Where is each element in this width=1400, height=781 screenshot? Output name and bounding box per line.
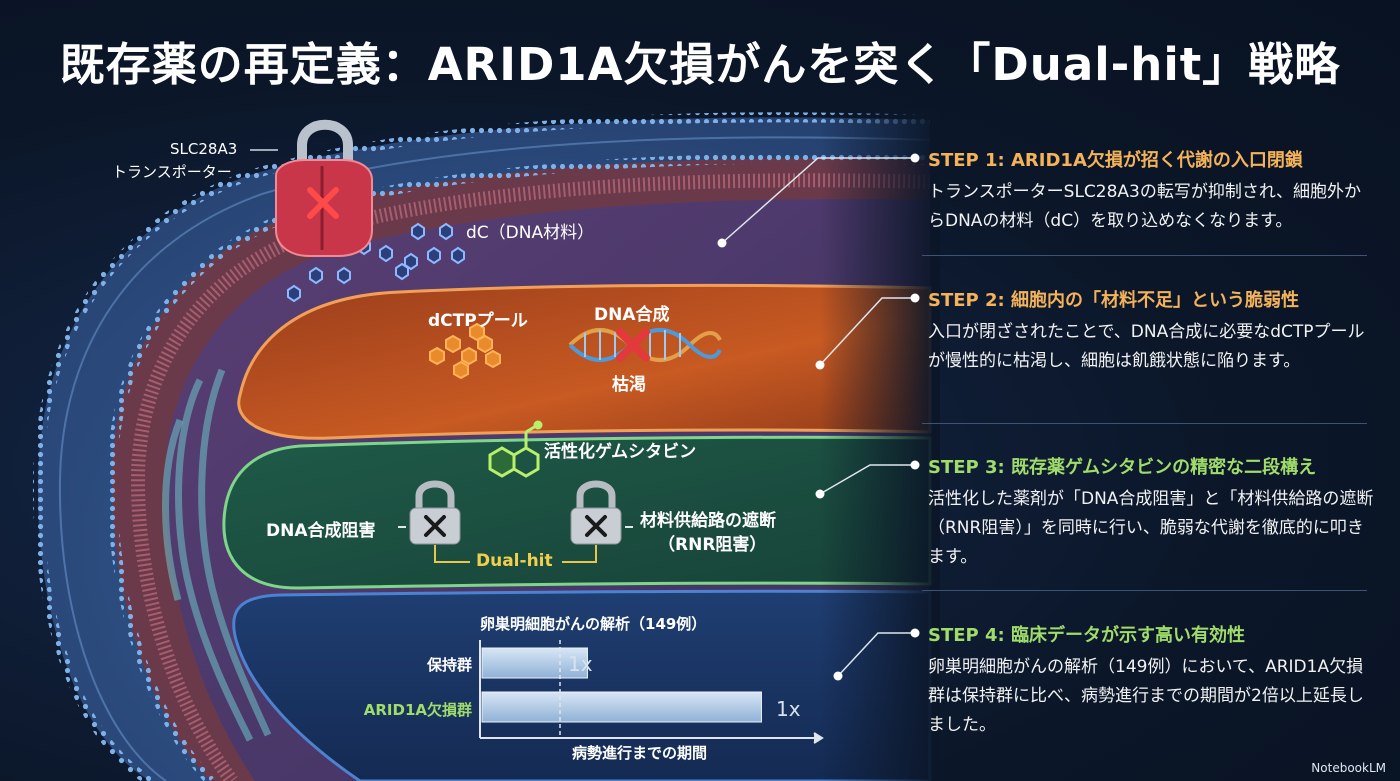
- chart-axes: [479, 640, 824, 744]
- transporter-lock-icon: [275, 119, 373, 257]
- step-4: STEP 4: 臨床データが示す高い有効性 卵巣明細胞がんの解析（149例）にお…: [928, 621, 1378, 740]
- dc-label: dC（DNA材料）: [466, 223, 595, 243]
- dctp-molecules: [429, 322, 501, 380]
- divider: [922, 423, 1367, 424]
- step-connectors: [721, 157, 915, 677]
- block-right-label-1: 材料供給路の遮断: [640, 511, 776, 531]
- transporter-label-1: SLC28A3: [170, 140, 238, 158]
- block-left-label: DNA合成阻害: [266, 521, 376, 541]
- divider: [922, 255, 1367, 256]
- connector-dots: [717, 153, 920, 681]
- bar-label-1: ARID1A欠損群: [363, 701, 472, 719]
- chart-xlabel: 病勢進行までの期間: [572, 744, 708, 762]
- drug-label: 活性化ゲムシタビン: [544, 442, 697, 462]
- endoplasmic-reticulum: [162, 368, 272, 742]
- step-1: STEP 1: ARID1A欠損が招く代謝の入口閉鎖 トランスポーターSLC28…: [928, 146, 1378, 236]
- chart-title: 卵巣明細胞がんの解析（149例）: [480, 615, 707, 633]
- step-3-body: 活性化した薬剤が「DNA合成阻害」と「材料供給路の遮断（RNR阻害）」を同時に行…: [928, 489, 1374, 567]
- dual-hit-label: Dual-hit: [476, 551, 553, 571]
- block-right-label-2: （RNR阻害）: [658, 535, 767, 555]
- step-1-heading: STEP 1: ARID1A欠損が招く代謝の入口閉鎖: [928, 150, 1303, 171]
- step-4-heading: STEP 4: 臨床データが示す高い有効性: [928, 625, 1245, 646]
- dual-hit-bracket: [398, 526, 633, 563]
- dna-synth-label: DNA合成: [594, 305, 670, 325]
- lock-rnr-icon: [570, 480, 622, 545]
- step-3-heading: STEP 3: 既存薬ゲムシタビンの精密な二段構え: [928, 457, 1317, 478]
- gemcitabine-molecule-icon: [488, 420, 543, 478]
- chart-bar-1: [481, 691, 762, 723]
- step-2-heading: STEP 2: 細胞内の「材料不足」という脆弱性: [928, 290, 1299, 311]
- page-title: 既存薬の再定義：ARID1A欠損がんを突く「Dual-hit」戦略: [59, 38, 1341, 91]
- lock-dna-synthesis-icon: [409, 480, 461, 545]
- depletion-label: 枯渇: [612, 375, 646, 395]
- chart-bars: [481, 647, 762, 723]
- divider: [922, 590, 1367, 591]
- chart-compartment: [232, 589, 932, 781]
- step-3: STEP 3: 既存薬ゲムシタビンの精密な二段構え 活性化した薬剤が「DNA合成…: [928, 453, 1378, 572]
- chart-bar-0: [481, 647, 588, 679]
- brand-label: NotebookLM: [1311, 761, 1386, 775]
- transporter-label-2: トランスポーター: [112, 163, 232, 181]
- dctp-label: dCTPプール: [428, 311, 528, 331]
- dna-helix-icon: [568, 328, 722, 362]
- dna-block-x-icon: [616, 328, 650, 362]
- step-1-body: トランスポーターSLC28A3の転写が抑制され、細胞外からDNAの材料（dC）を…: [928, 182, 1362, 231]
- step-4-body: 卵巣明細胞がんの解析（149例）において、ARID1A欠損群は保持群に比べ、病勢…: [928, 657, 1364, 735]
- bar-value-0: 1x: [568, 652, 593, 676]
- step-2-body: 入口が閉ざされたことで、DNA合成に必要なdCTPプールが慢性的に枯渇し、細胞は…: [928, 322, 1365, 371]
- bar-value-1: 1x: [776, 697, 801, 721]
- bar-label-0: 保持群: [426, 656, 472, 674]
- dctp-compartment: [237, 283, 932, 440]
- step-2: STEP 2: 細胞内の「材料不足」という脆弱性 入口が閉ざされたことで、DNA…: [928, 286, 1378, 376]
